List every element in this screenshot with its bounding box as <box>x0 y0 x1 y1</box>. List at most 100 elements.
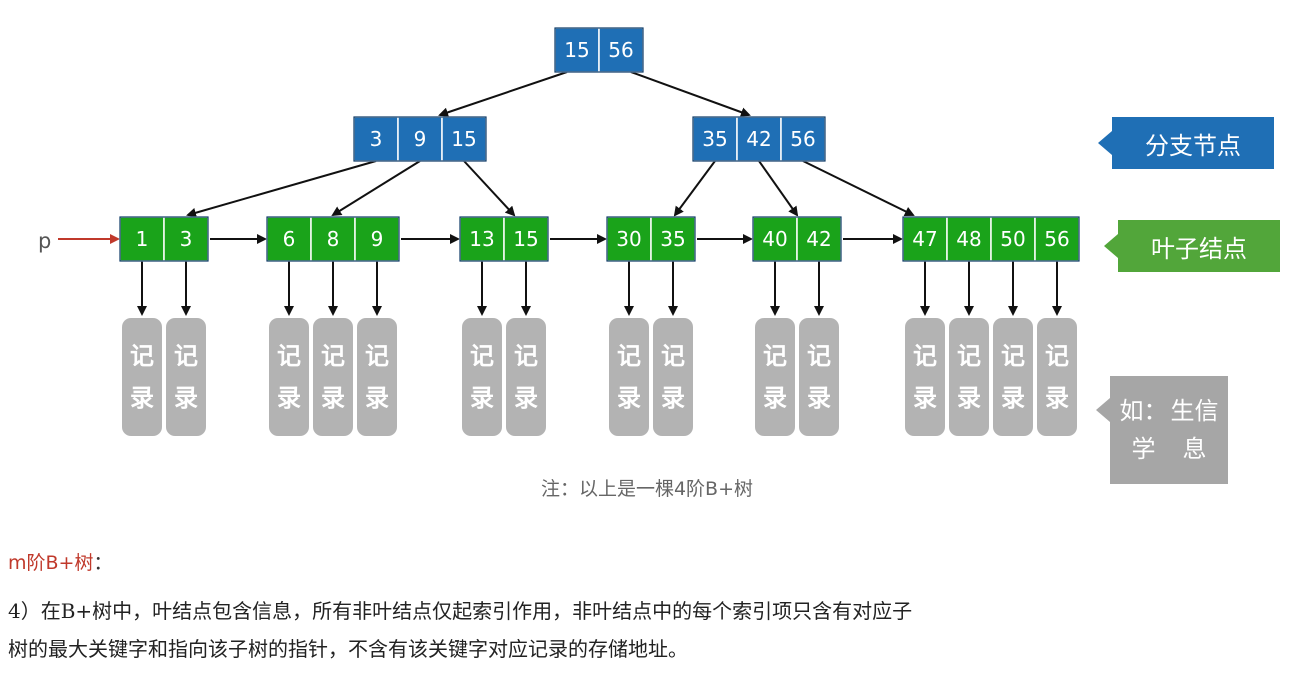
record-label: 录 <box>514 384 538 412</box>
record-label: 记 <box>174 342 198 370</box>
leaf-node-outline <box>752 216 842 262</box>
branch-to-leaf-edge <box>463 160 516 217</box>
branch-to-leaf-edge <box>331 160 421 217</box>
record-label: 记 <box>913 342 937 370</box>
record-label: 记 <box>470 342 494 370</box>
root-to-branch-edge <box>438 71 568 118</box>
leaf-node-key: 1 <box>136 227 149 251</box>
record-block <box>313 318 353 436</box>
leaf-node-outline <box>606 216 696 262</box>
branch-to-leaf-edge <box>186 160 377 218</box>
leaf-node-cell <box>990 216 1036 262</box>
example-tag-pointer <box>1096 398 1110 422</box>
branch-node-key: 3 <box>370 127 383 151</box>
record-example-tag: 如：学 生信息 <box>1110 376 1228 484</box>
record-label: 记 <box>365 342 389 370</box>
record-label: 录 <box>807 384 831 412</box>
root-node-cell <box>598 27 644 73</box>
heading-text: m阶B+树 <box>8 552 94 574</box>
record-block <box>949 318 989 436</box>
leaf-node-key: 35 <box>660 227 685 251</box>
record-block <box>462 318 502 436</box>
record-label: 录 <box>365 384 389 412</box>
leaf-node-outline <box>266 216 400 262</box>
record-block <box>905 318 945 436</box>
branch-node-cell <box>397 116 443 162</box>
branch-node-key: 9 <box>414 127 427 151</box>
example-line-1: 如：学 <box>1119 397 1168 463</box>
branch-node-key: 42 <box>746 127 771 151</box>
leaf-node-key: 15 <box>513 227 538 251</box>
leaf-node-key: 6 <box>283 227 296 251</box>
leaf-tag-pointer <box>1104 234 1118 258</box>
branch-node-tag: 分支节点 <box>1112 117 1274 169</box>
record-label: 录 <box>1045 384 1069 412</box>
leaf-node-key: 8 <box>327 227 340 251</box>
record-label: 记 <box>1001 342 1025 370</box>
root-to-branch-edge <box>630 71 751 117</box>
record-label: 录 <box>957 384 981 412</box>
record-block <box>799 318 839 436</box>
branch-node-cell <box>353 116 399 162</box>
record-label: 录 <box>470 384 494 412</box>
branch-node-key: 15 <box>451 127 476 151</box>
branch-node-key: 35 <box>702 127 727 151</box>
leaf-node-key: 3 <box>180 227 193 251</box>
branch-to-leaf-edge <box>673 160 716 217</box>
record-label: 记 <box>957 342 981 370</box>
branch-node-outline <box>692 116 826 162</box>
leaf-node-key: 56 <box>1044 227 1069 251</box>
paragraph-line-2: 树的最大关键字和指向该子树的指针，不含有该关键字对应记录的存储地址。 <box>8 637 688 661</box>
branch-node-key: 56 <box>790 127 815 151</box>
leaf-node-key: 50 <box>1000 227 1025 251</box>
record-label: 录 <box>763 384 787 412</box>
record-block <box>609 318 649 436</box>
record-label: 记 <box>514 342 538 370</box>
record-label: 记 <box>617 342 641 370</box>
record-label: 记 <box>321 342 345 370</box>
section-heading: m阶B+树： <box>8 548 112 575</box>
leaf-node-key: 13 <box>469 227 494 251</box>
diagram-caption: 注：以上是一棵4阶B+树 <box>540 478 754 500</box>
record-label: 记 <box>277 342 301 370</box>
record-block <box>269 318 309 436</box>
branch-to-leaf-edge <box>758 160 799 217</box>
record-label: 录 <box>174 384 198 412</box>
leaf-node-tag: 叶子结点 <box>1118 220 1280 272</box>
record-label: 录 <box>1001 384 1025 412</box>
record-label: 记 <box>807 342 831 370</box>
example-line-2: 生信息 <box>1170 397 1219 463</box>
pointer-label: p <box>38 229 51 253</box>
record-label: 录 <box>321 384 345 412</box>
root-node-key: 15 <box>564 38 589 62</box>
record-label: 录 <box>130 384 154 412</box>
leaf-node-key: 9 <box>371 227 384 251</box>
root-node-key: 56 <box>608 38 633 62</box>
record-block <box>653 318 693 436</box>
branch-tag-pointer <box>1098 131 1112 155</box>
record-label: 录 <box>661 384 685 412</box>
record-block <box>506 318 546 436</box>
leaf-node-cell <box>266 216 312 262</box>
branch-to-leaf-edge <box>802 160 915 216</box>
record-block <box>993 318 1033 436</box>
record-block <box>755 318 795 436</box>
heading-colon: ： <box>93 552 113 574</box>
leaf-node-cell <box>163 216 209 262</box>
leaf-node-cell <box>946 216 992 262</box>
leaf-node-key: 30 <box>616 227 641 251</box>
record-label: 记 <box>763 342 787 370</box>
record-block <box>1037 318 1077 436</box>
record-label: 录 <box>913 384 937 412</box>
record-label: 记 <box>130 342 154 370</box>
leaf-node-key: 40 <box>762 227 787 251</box>
leaf-node-key: 42 <box>806 227 831 251</box>
definition-paragraph: 4）在B+树中，叶结点包含信息，所有非叶结点仅起索引作用，非叶结点中的每个索引项… <box>8 592 1278 668</box>
record-label: 录 <box>617 384 641 412</box>
record-block <box>166 318 206 436</box>
leaf-node-key: 48 <box>956 227 981 251</box>
leaf-node-outline <box>902 216 1080 262</box>
